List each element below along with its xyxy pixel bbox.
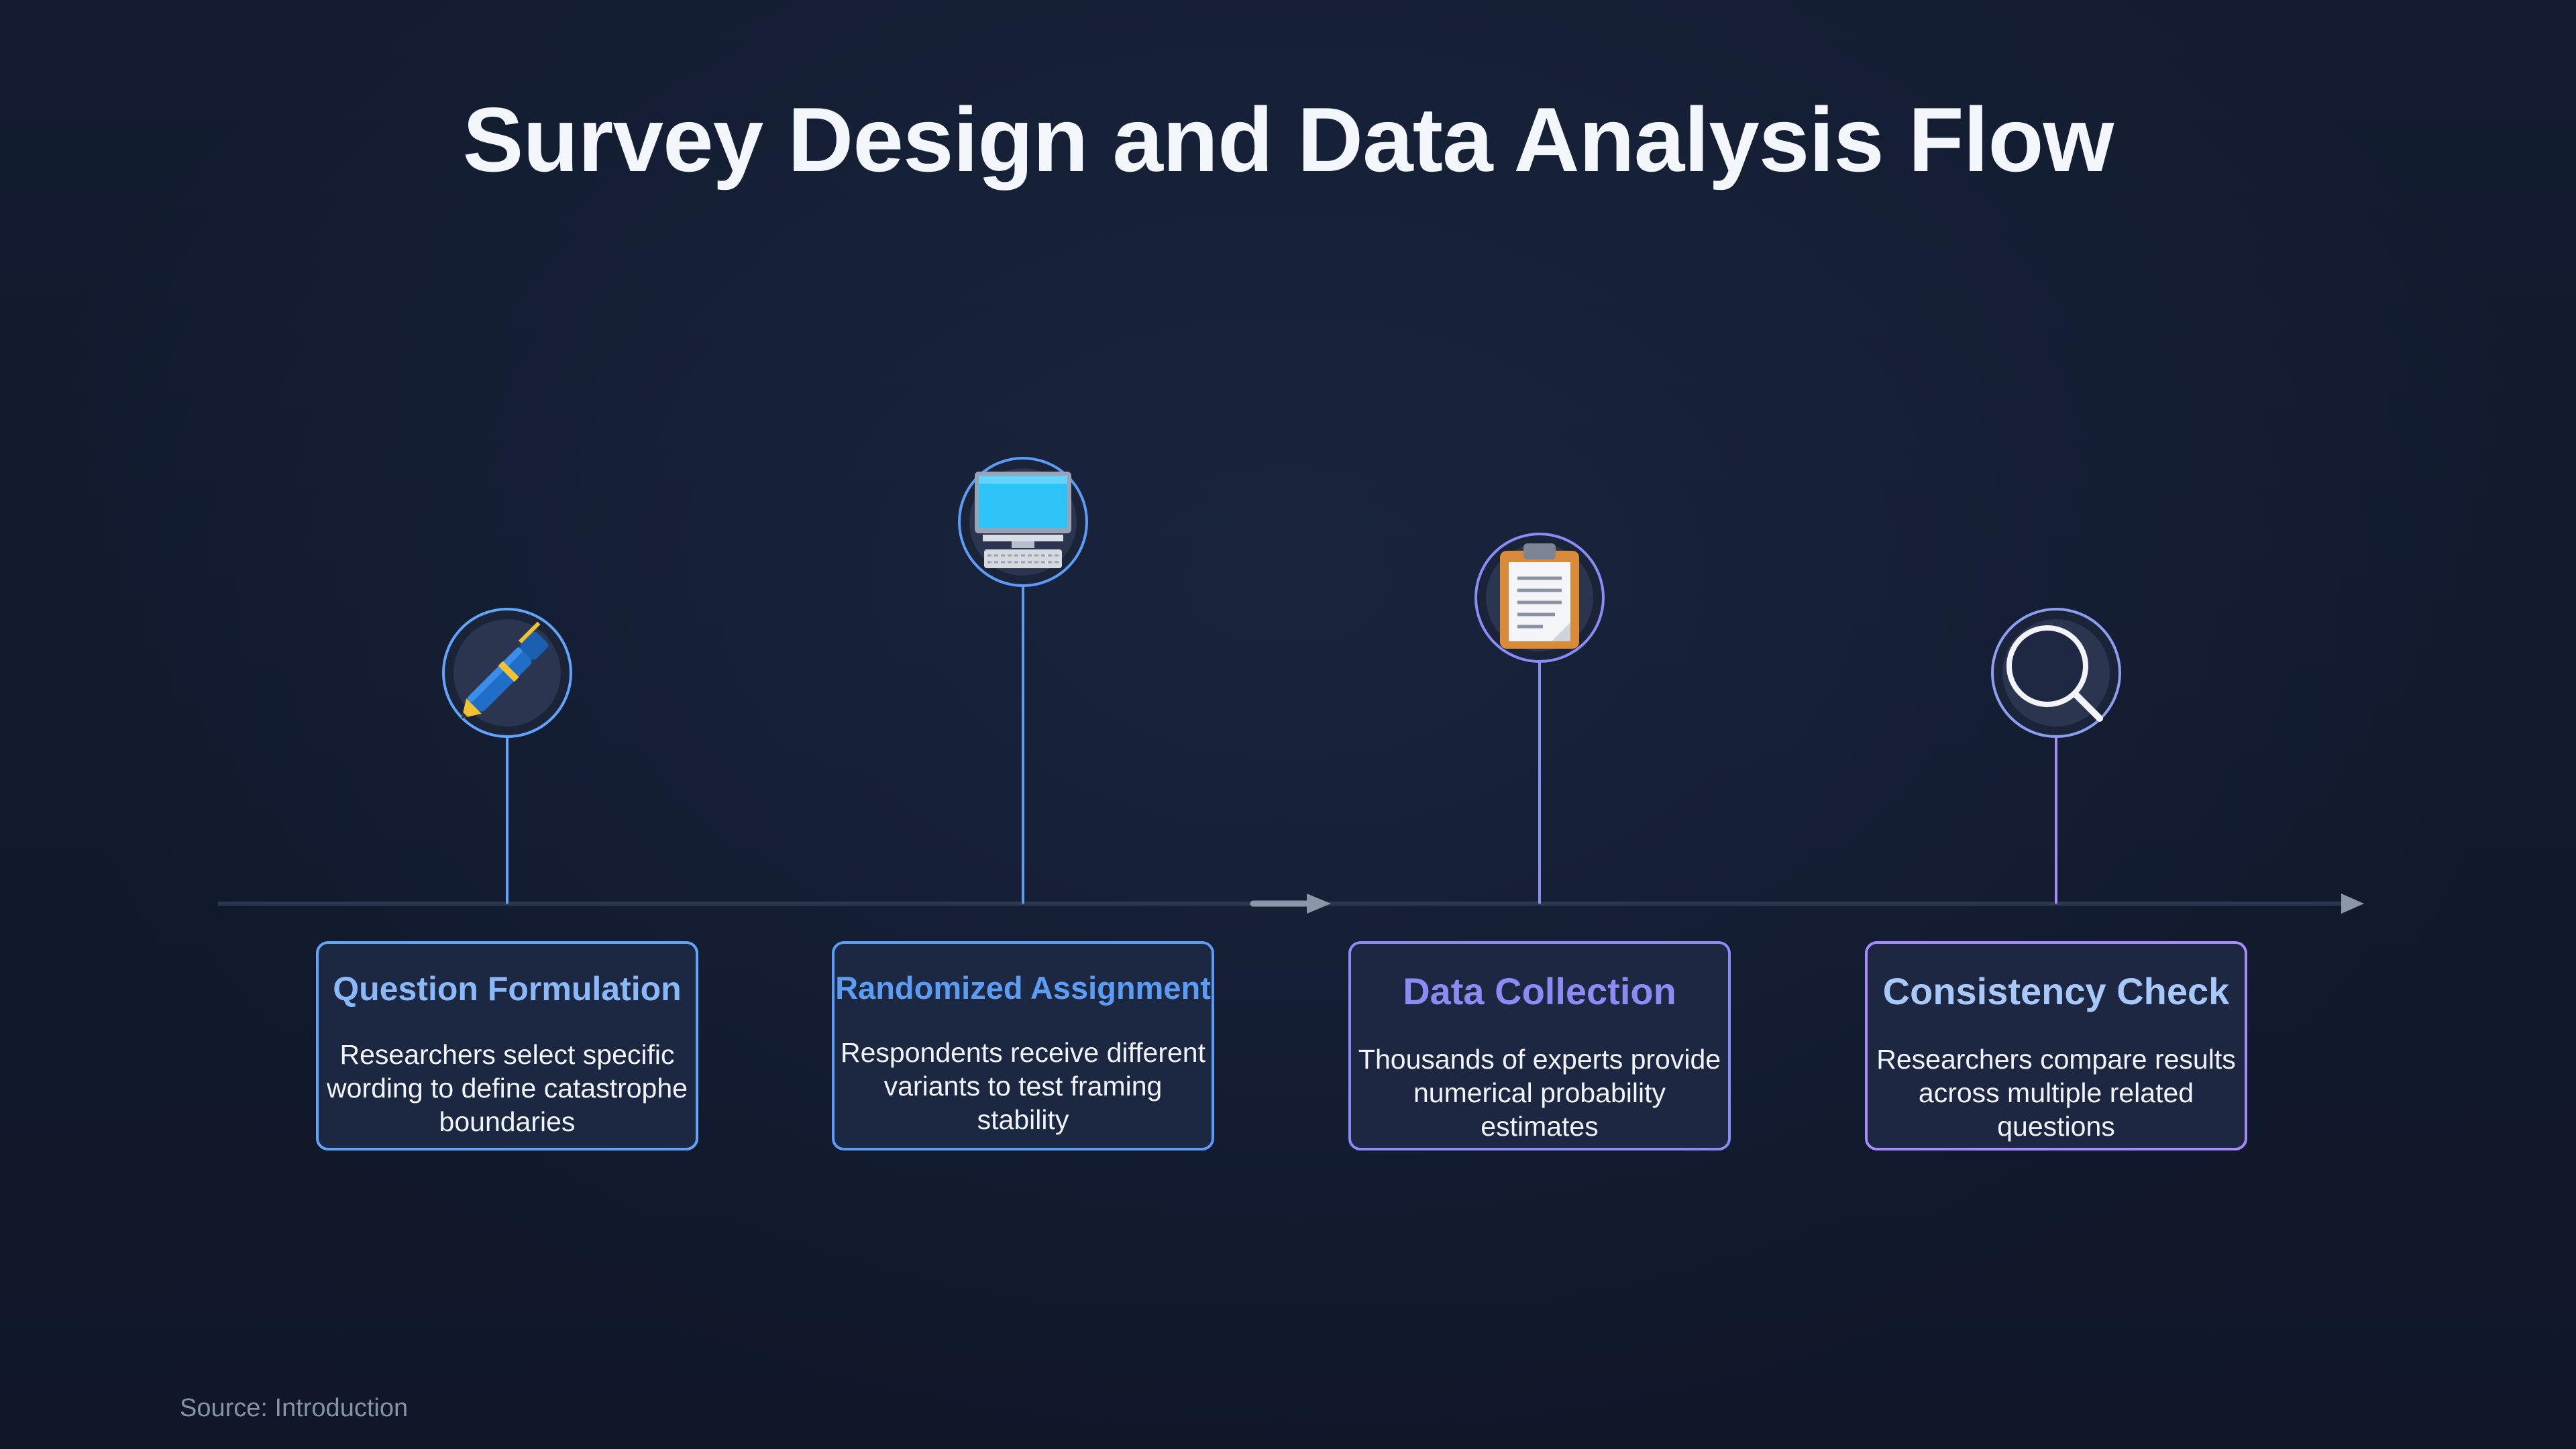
step-box-consistency-check: Consistency Check Researchers compare re… bbox=[1865, 941, 2247, 1150]
source-caption: Source: Introduction bbox=[180, 1394, 409, 1422]
page-title: Survey Design and Data Analysis Flow bbox=[462, 89, 2114, 191]
step-description: Researchers select specific wording to d… bbox=[327, 1039, 688, 1137]
step-description: Researchers compare results across multi… bbox=[1876, 1044, 2236, 1142]
step-box-data-collection: Data Collection Thousands of experts pro… bbox=[1348, 941, 1731, 1150]
step-1-marker bbox=[442, 608, 572, 738]
step-box-question-formulation: Question Formulation Researchers select … bbox=[316, 941, 698, 1150]
step-description: Respondents receive different variants t… bbox=[841, 1037, 1205, 1135]
step-3-marker bbox=[1474, 533, 1605, 663]
magnifying-glass-icon bbox=[2006, 625, 2103, 722]
step-title: Randomized Assignment bbox=[835, 970, 1211, 1006]
step-2-marker bbox=[958, 457, 1088, 587]
computer-icon bbox=[975, 472, 1071, 568]
step-description: Thousands of experts provide numerical p… bbox=[1358, 1044, 1721, 1142]
step-title: Data Collection bbox=[1403, 970, 1676, 1012]
step-box-randomized-assignment: Randomized Assignment Respondents receiv… bbox=[832, 941, 1214, 1150]
pen-icon bbox=[462, 621, 549, 718]
flow-arrow-head bbox=[1307, 894, 1331, 914]
timeline-end-arrow bbox=[2341, 894, 2364, 914]
clipboard-icon bbox=[1500, 543, 1579, 649]
step-4-marker bbox=[1991, 608, 2121, 738]
step-title: Question Formulation bbox=[333, 970, 682, 1008]
step-title: Consistency Check bbox=[1882, 970, 2230, 1012]
